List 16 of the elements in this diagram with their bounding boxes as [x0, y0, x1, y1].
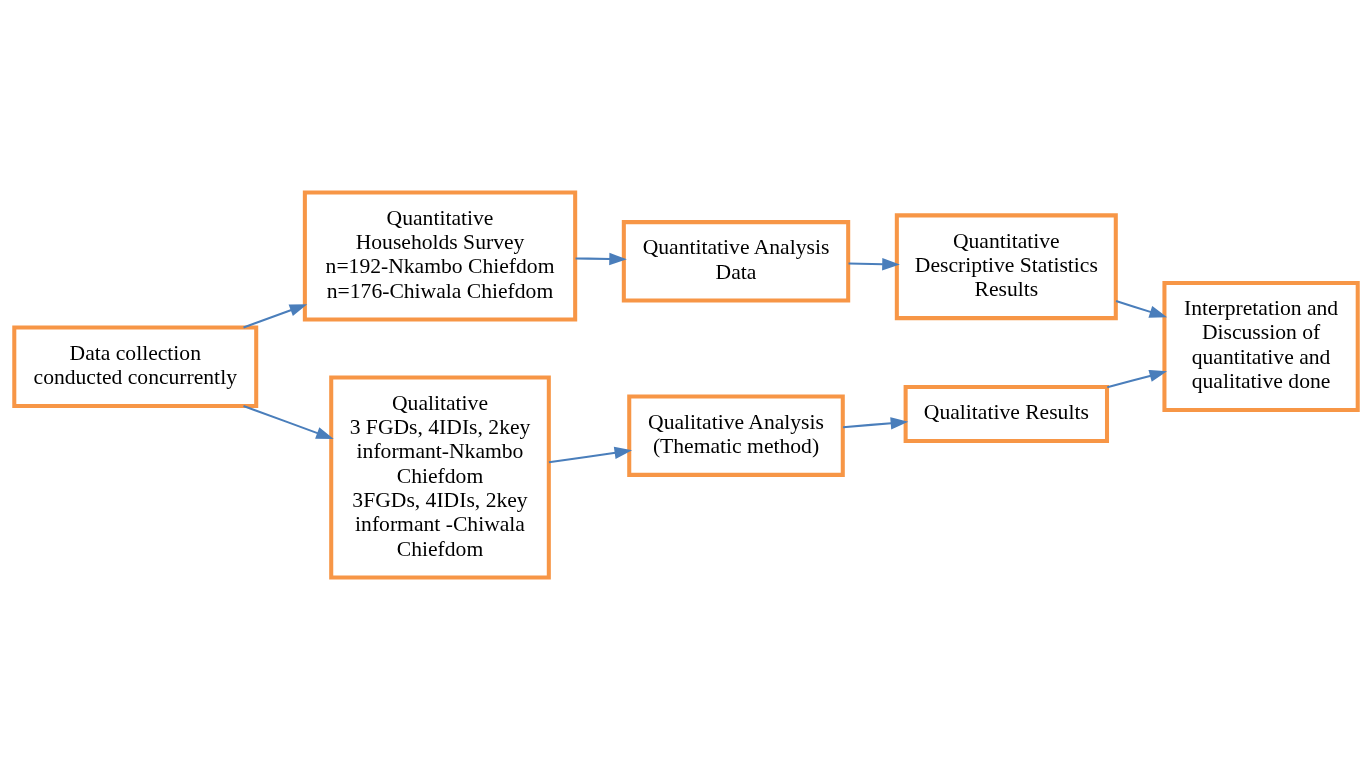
arrow	[1115, 299, 1168, 318]
node-box: Quantitative Descriptive Statistics Results	[894, 212, 1118, 320]
arrow	[1107, 369, 1168, 388]
node-box: Interpretation and Discussion of quantitative and qualitative done	[1162, 280, 1360, 412]
node-box: Quantitative Analysis Data	[621, 219, 851, 303]
node-box: Qualitative Analysis (Thematic method)	[627, 393, 845, 477]
arrow	[843, 416, 909, 429]
arrow	[848, 257, 900, 270]
node-box: Qualitative 3 FGDs, 4IDIs, 2key informant-Nkambo Chiefdom 3FGDs, 4IDIs, 2key informant -Chiwala Chiefdom	[329, 375, 551, 580]
node-box: Quantitative Households Survey n=192-Nkambo Chiefdom n=176-Chiwala Chiefdom	[302, 189, 578, 321]
node-box: Qualitative Results	[903, 384, 1110, 443]
node-box: Data collection conducted concurrently	[12, 325, 259, 408]
arrow	[243, 404, 334, 439]
arrow	[575, 252, 627, 265]
arrow	[243, 303, 308, 328]
arrow	[548, 446, 633, 463]
